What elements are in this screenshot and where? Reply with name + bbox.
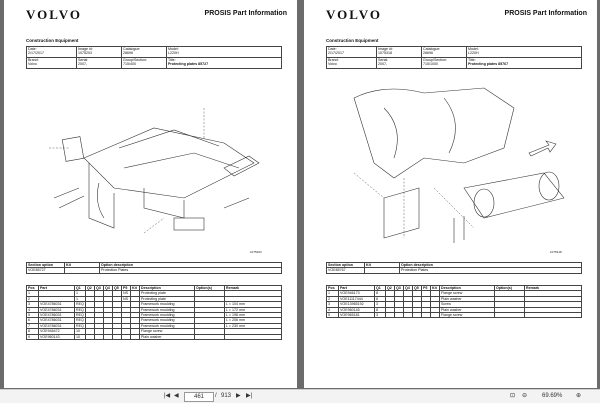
table-cell: [385, 311, 395, 319]
section-table: Section option Kit Option description VO…: [326, 261, 582, 274]
info-cell: Model:L220H: [166, 46, 282, 58]
table-cell: VOE965181: [338, 311, 375, 319]
info-cell: Serial:2007-: [76, 57, 122, 69]
kit-value: [364, 267, 400, 274]
table-cell: [403, 311, 413, 319]
figure-number: 1075203: [250, 250, 262, 254]
zoom-level[interactable]: 69.69%: [542, 393, 563, 399]
kit-value: [64, 267, 100, 274]
document-subtitle: Construction Equipment: [326, 38, 379, 43]
table-cell: Flange screw: [439, 311, 495, 319]
info-cell: Group/Section:715/400: [121, 57, 167, 69]
info-cell: Title:Protecting plates 85767: [466, 57, 582, 69]
page-number-input[interactable]: 461: [184, 392, 214, 402]
table-cell: [103, 333, 113, 341]
document-subtitle: Construction Equipment: [26, 38, 79, 43]
brand-logo: VOLVO: [26, 7, 82, 22]
viewer-toolbar: |◀ ◀ 461 / 913 ▶ ▶| ⊡ ⊖ 69.69% ⊕: [0, 389, 600, 403]
table-cell: VOE960143: [38, 333, 75, 341]
table-cell: [394, 311, 404, 319]
table-cell: 3: [374, 311, 386, 319]
table-cell: [524, 311, 582, 319]
document-title: PROSIS Part Information: [504, 10, 587, 17]
table-cell: [421, 311, 431, 319]
info-cell: Serial:2007-: [376, 57, 422, 69]
table-cell: [494, 311, 525, 319]
table-cell: [112, 333, 122, 341]
info-cell: Model:L220H: [466, 46, 582, 58]
table-cell: [430, 311, 440, 319]
table-cell: [412, 311, 422, 319]
info-cell: Date:2/17/2017: [326, 46, 377, 58]
zoom-out-icon[interactable]: ⊖: [522, 393, 528, 399]
prev-page-button[interactable]: ◀: [174, 393, 179, 399]
info-cell: Image id:1075203: [76, 46, 122, 58]
option-description-value: Protection Plates: [99, 267, 282, 274]
info-cell: Date:2/17/2017: [26, 46, 77, 58]
document-page-right: VOLVO PROSIS Part Information Constructi…: [304, 0, 597, 388]
document-page-left: VOLVO PROSIS Part Information Constructi…: [4, 0, 297, 388]
table-cell: [194, 333, 225, 341]
table-cell: 9: [26, 333, 39, 341]
info-cell: Brand:Volvo: [326, 57, 377, 69]
table-cell: [85, 333, 95, 341]
info-cell: Title:Protecting plates 85727: [166, 57, 282, 69]
table-cell: [130, 333, 140, 341]
info-cell: Group/Section:715/1000: [421, 57, 467, 69]
info-table: Date:2/17/2017 Image id:1075318 Catalogu…: [326, 46, 582, 69]
table-cell: [224, 333, 282, 341]
parts-diagram: [49, 108, 260, 234]
figure-number: 1075318: [550, 250, 562, 254]
option-description-value: Protection Plates: [399, 267, 582, 274]
section-table: Section option Kit Option description VO…: [26, 261, 282, 274]
document-title: PROSIS Part Information: [204, 10, 287, 17]
table-cell: 5: [326, 311, 339, 319]
last-page-button[interactable]: ▶|: [246, 393, 253, 399]
info-cell: Brand:Volvo: [26, 57, 77, 69]
next-page-button[interactable]: ▶: [236, 393, 241, 399]
table-cell: REQ: [74, 306, 86, 314]
info-cell: Catalogue:28696: [121, 46, 167, 58]
zoom-in-icon[interactable]: ⊕: [576, 393, 582, 399]
parts-diagram: [353, 87, 565, 243]
section-option-value: VOE85767: [326, 267, 365, 274]
table-cell: [94, 333, 104, 341]
page-separator: /: [215, 393, 217, 399]
first-page-button[interactable]: |◀: [164, 393, 171, 399]
table-cell: 10: [74, 333, 86, 341]
section-option-value: VOE85727: [26, 267, 65, 274]
table-cell: REQ: [74, 322, 86, 330]
table-cell: Plain washer: [139, 333, 195, 341]
info-cell: Image id:1075318: [376, 46, 422, 58]
brand-logo: VOLVO: [326, 7, 382, 22]
fit-page-icon[interactable]: ⊡: [510, 393, 516, 399]
info-cell: Catalogue:28696: [421, 46, 467, 58]
info-table: Date:2/17/2017 Image id:1075203 Catalogu…: [26, 46, 282, 69]
page-total: 913: [221, 393, 232, 399]
table-cell: [121, 333, 131, 341]
